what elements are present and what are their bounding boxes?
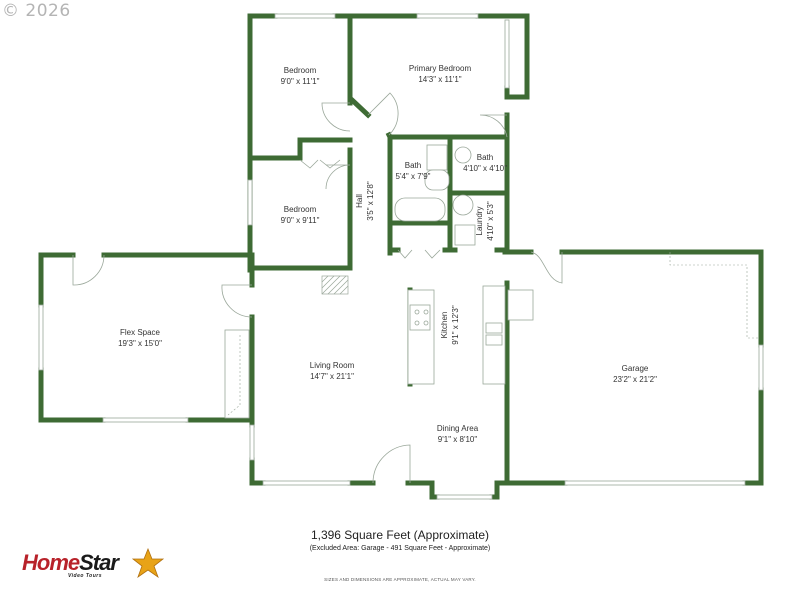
room-bedroom-1: Bedroom 9'0" x 11'1" (280, 66, 320, 86)
total-area: 1,396 Square Feet (Approximate) (310, 528, 490, 542)
logo-wordmark: HomeStar (22, 550, 119, 575)
floor-plan (38, 13, 764, 500)
disclaimer: SIZES AND DIMENSIONS ARE APPROXIMATE, AC… (324, 577, 476, 582)
star-icon (132, 548, 164, 578)
room-hall: Hall 3'5" x 12'8" (355, 181, 375, 221)
room-living-room: Living Room 14'7" x 21'1" (309, 361, 355, 381)
fireplace (321, 275, 349, 295)
copyright-notice: © 2026 (2, 1, 71, 21)
room-flex-space: Flex Space 19'3" x 15'0" (118, 328, 162, 348)
room-bath-1: Bath 5'4" x 7'9" (395, 161, 431, 181)
room-laundry: Laundry 4'10" x 5'3" (475, 201, 495, 241)
excluded-area: (Excluded Area: Garage - 491 Square Feet… (309, 545, 491, 552)
room-bedroom-2: Bedroom 9'0" x 9'11" (280, 205, 320, 225)
room-kitchen: Kitchen 9'1" x 12'3" (440, 305, 460, 345)
room-primary-bedroom: Primary Bedroom 14'3" x 11'1" (408, 64, 472, 84)
room-dining-area: Dining Area 9'1" x 8'10" (436, 424, 479, 444)
homestar-logo: HomeStar Video Tours (20, 548, 170, 588)
room-garage: Garage 23'2" x 21'2" (613, 364, 657, 384)
logo-tagline: Video Tours (68, 573, 103, 579)
room-bath-2: Bath 4'10" x 4'10" (463, 153, 507, 173)
